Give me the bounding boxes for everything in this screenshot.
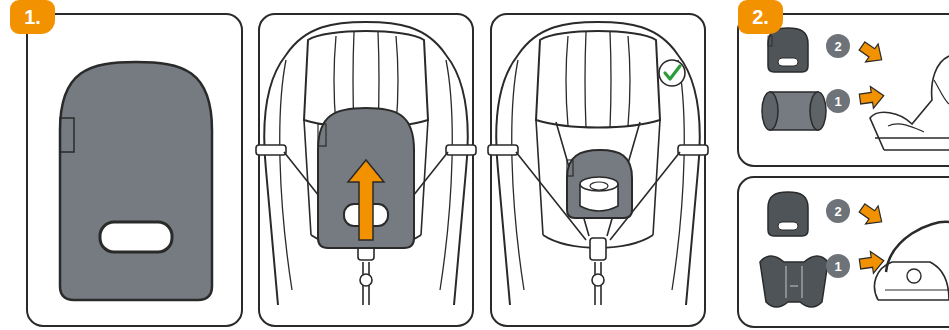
panel-frames [738,14,949,166]
infant-carrier-kit [907,269,921,283]
infant-carrier-kit [786,266,802,298]
step-number: 1. [24,7,41,27]
seat-with-insert-step [318,108,414,248]
seat-with-insert-done [567,150,632,218]
step-number: 2. [752,7,769,27]
seat-with-insert-done [488,22,708,305]
panel-frames [738,177,949,327]
infant-carrier-kit [885,289,949,290]
convertible-seat-kit [768,28,808,72]
infant-carrier-kit [768,192,808,236]
convertible-seat-kit [762,92,778,130]
callout-number: 2 [826,199,850,223]
seat-insert-large [60,62,212,300]
callout-number-text: 2 [834,205,841,218]
seat-with-insert-done [580,177,618,191]
callout-number: 1 [826,254,850,278]
infant-carrier-kit [778,222,798,230]
convertible-seat-kit [870,56,949,150]
seat-with-insert-step [256,22,476,305]
step-badge: 2. [738,0,783,34]
seat-with-insert-step [348,160,384,240]
convertible-seat-kit [888,80,949,132]
callout-number: 1 [826,89,850,113]
infant-carrier-kit [760,192,949,307]
seat-with-insert-step [256,22,476,305]
infant-carrier-kit [886,222,949,272]
convertible-seat-kit [858,85,885,110]
seat-with-insert-done [659,60,685,86]
infant-carrier-kit [760,256,828,307]
seat-with-insert-step [318,124,326,146]
seat-with-insert-done [567,160,573,176]
callout-number: 2 [826,34,850,58]
convertible-seat-kit [810,92,826,130]
step-badge: 1. [10,0,55,34]
infant-carrier-kit [856,199,888,231]
convertible-seat-kit [762,28,949,150]
callout-number-text: 1 [834,260,841,273]
convertible-seat-kit [768,36,772,46]
panel-frames [27,14,242,326]
seat-with-insert-done [590,182,608,190]
callout-number-text: 1 [834,95,841,108]
seat-with-insert-done [665,66,680,79]
convertible-seat-kit [856,37,888,69]
seat-insert-large [60,118,74,152]
convertible-seat-kit [778,58,798,66]
infant-carrier-kit [858,250,885,275]
seat-insert-large [100,222,172,252]
callout-number-text: 2 [834,40,841,53]
seat-insert-large [60,62,212,300]
seat-with-insert-done [488,22,708,305]
panel-frames [27,14,949,327]
